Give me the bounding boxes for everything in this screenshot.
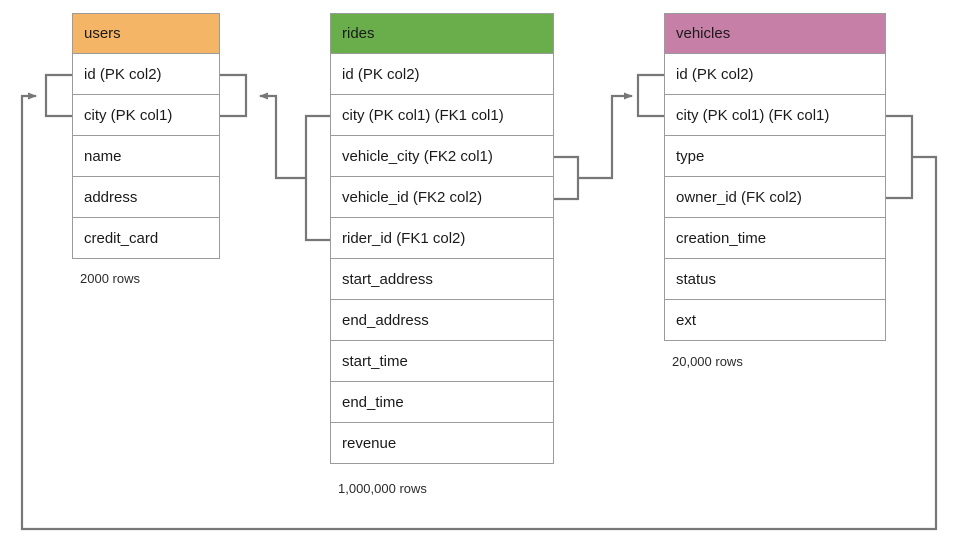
column-users-city[interactable]: city (PK col1) [72,95,220,136]
entity-users-rowcount: 2000 rows [80,271,140,286]
column-label: status [676,270,717,288]
connector-vehicles-left-bracket [636,73,664,118]
column-label: end_time [342,393,404,411]
column-label: revenue [342,434,397,452]
connector-users-right-bracket [220,73,248,118]
column-label: name [84,147,122,165]
entity-rides[interactable]: rides id (PK col2) city (PK col1) (FK1 c… [330,13,554,464]
column-label: end_address [342,311,429,329]
column-vehicles-ext[interactable]: ext [664,300,886,341]
column-label: vehicle_id (FK2 col2) [342,188,483,206]
entity-vehicles-rowcount: 20,000 rows [672,354,743,369]
connector-rides-left-bracket [304,114,330,242]
column-label: id (PK col2) [342,65,420,83]
column-label: city (PK col1) [84,106,173,124]
column-vehicles-id[interactable]: id (PK col2) [664,54,886,95]
column-label: id (PK col2) [676,65,754,83]
column-rides-revenue[interactable]: revenue [330,423,554,464]
column-rides-end-address[interactable]: end_address [330,300,554,341]
column-label: ext [676,311,697,329]
column-rides-rider-id[interactable]: rider_id (FK1 col2) [330,218,554,259]
entity-rides-rowcount: 1,000,000 rows [338,481,427,496]
column-label: vehicle_city (FK2 col1) [342,147,493,165]
column-users-name[interactable]: name [72,136,220,177]
column-vehicles-owner-id[interactable]: owner_id (FK col2) [664,177,886,218]
column-users-credit-card[interactable]: credit_card [72,218,220,259]
connector-rides-to-vehicles [578,92,633,180]
entity-vehicles-header: vehicles [664,13,886,54]
column-rides-start-time[interactable]: start_time [330,341,554,382]
column-label: creation_time [676,229,767,247]
entity-users-header: users [72,13,220,54]
column-label: owner_id (FK col2) [676,188,802,206]
column-label: credit_card [84,229,159,247]
column-rides-vehicle-city[interactable]: vehicle_city (FK2 col1) [330,136,554,177]
column-rides-city[interactable]: city (PK col1) (FK1 col1) [330,95,554,136]
connector-rides-right-bracket [554,155,580,201]
entity-rides-title: rides [342,25,375,42]
connector-vehicles-right-bracket [886,114,914,200]
connector-rides-to-users [259,92,306,180]
column-vehicles-status[interactable]: status [664,259,886,300]
column-rides-end-time[interactable]: end_time [330,382,554,423]
column-users-id[interactable]: id (PK col2) [72,54,220,95]
entity-vehicles[interactable]: vehicles id (PK col2) city (PK col1) (FK… [664,13,886,341]
column-label: type [676,147,705,165]
column-vehicles-type[interactable]: type [664,136,886,177]
column-label: address [84,188,138,206]
column-label: id (PK col2) [84,65,162,83]
entity-vehicles-title: vehicles [676,25,731,42]
entity-rides-header: rides [330,13,554,54]
column-vehicles-creation-time[interactable]: creation_time [664,218,886,259]
column-label: city (PK col1) (FK1 col1) [342,106,504,124]
column-rides-id[interactable]: id (PK col2) [330,54,554,95]
connector-users-left-bracket [44,73,72,118]
column-label: start_time [342,352,408,370]
column-vehicles-city[interactable]: city (PK col1) (FK col1) [664,95,886,136]
column-users-address[interactable]: address [72,177,220,218]
entity-users-title: users [84,25,121,42]
column-label: rider_id (FK1 col2) [342,229,466,247]
column-rides-vehicle-id[interactable]: vehicle_id (FK2 col2) [330,177,554,218]
entity-users[interactable]: users id (PK col2) city (PK col1) name a… [72,13,220,259]
column-label: city (PK col1) (FK col1) [676,106,830,124]
column-rides-start-address[interactable]: start_address [330,259,554,300]
column-label: start_address [342,270,433,288]
